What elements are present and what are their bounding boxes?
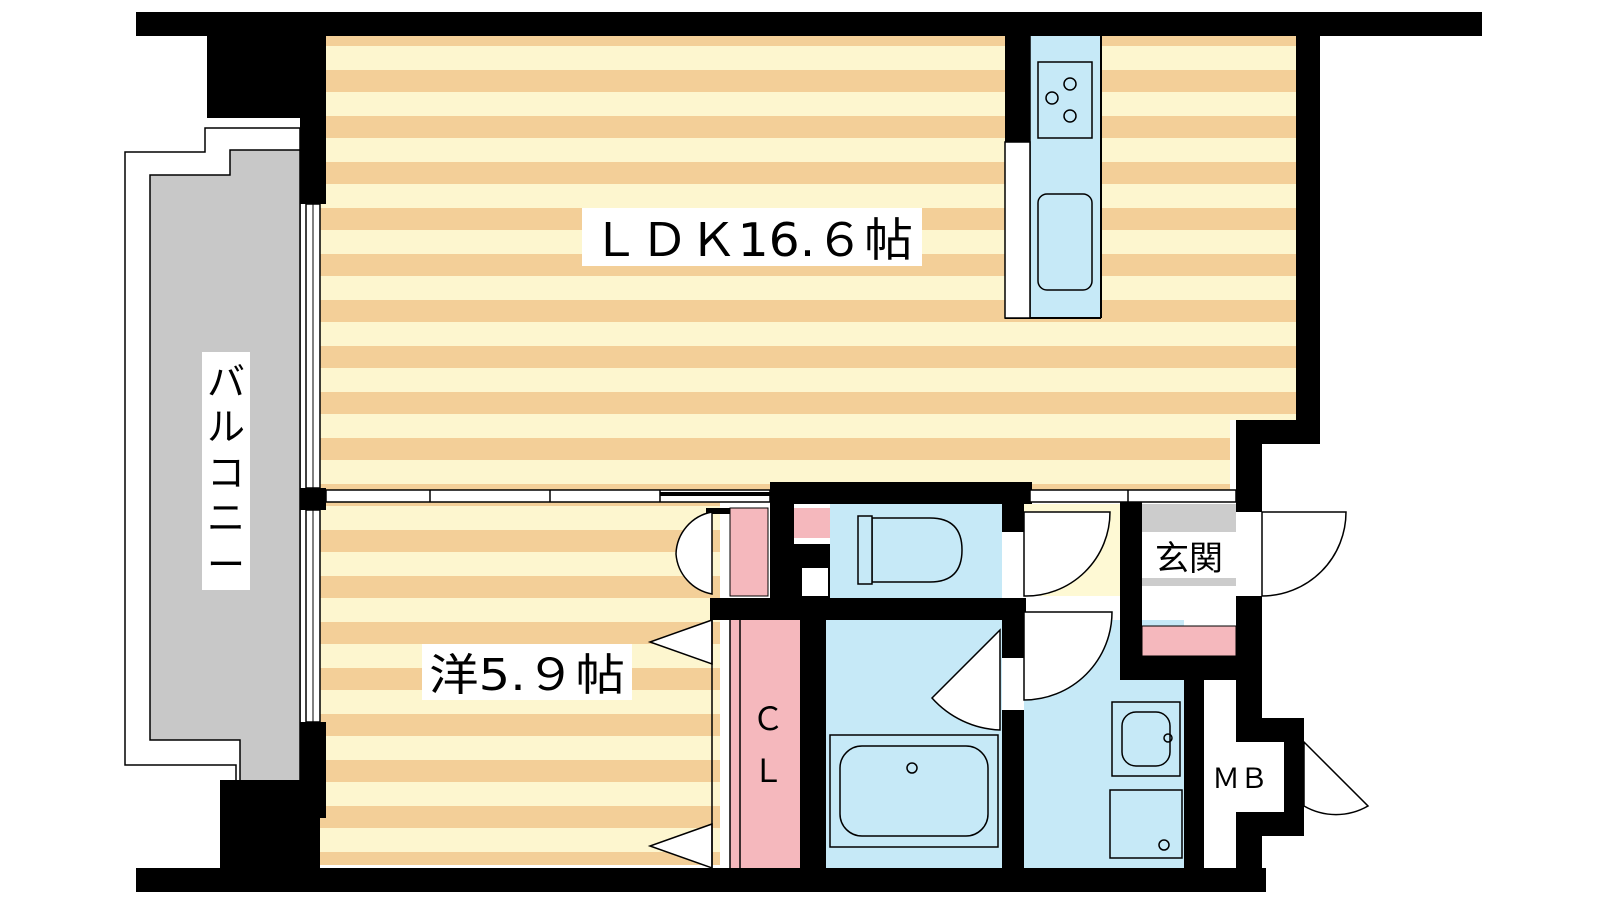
balcony-label-bg <box>202 352 250 590</box>
balcony: バ ル コ ニ ー <box>124 127 301 791</box>
entrance-label: 玄関 <box>1155 539 1223 579</box>
balcony-char-5: ー <box>207 543 245 587</box>
balcony-char-2: ル <box>207 405 245 449</box>
hall-storage <box>729 507 769 597</box>
walls <box>136 12 1482 892</box>
kitchen-sink <box>1037 193 1093 291</box>
sliding-partition <box>325 489 1237 503</box>
entrance: 玄関 <box>1141 504 1237 657</box>
balcony-char-1: バ <box>207 360 245 404</box>
washing-machine-pan <box>1109 789 1183 859</box>
windows <box>305 141 1031 723</box>
western-room-label: 洋5.９帖 <box>429 650 625 701</box>
ldk-label: ＬＤＫ16.６帖 <box>591 213 913 267</box>
meter-box: ＭＢ <box>1205 742 1283 806</box>
doors <box>647 511 1370 870</box>
closet-label-top: Ｃ <box>752 700 784 738</box>
balcony-char-4: ニ <box>207 496 245 540</box>
shoe-box <box>1141 625 1237 657</box>
balcony-char-3: コ <box>207 451 245 495</box>
toilet-room <box>830 504 1002 598</box>
bathroom <box>826 620 1002 868</box>
meter-box-label: ＭＢ <box>1212 762 1268 795</box>
closet-label-bottom: Ｌ <box>752 752 784 790</box>
wash-basin <box>1111 701 1181 777</box>
stove-burner-icon <box>1063 77 1077 91</box>
closet: Ｃ Ｌ <box>729 612 800 868</box>
toilet-storage <box>794 508 830 538</box>
